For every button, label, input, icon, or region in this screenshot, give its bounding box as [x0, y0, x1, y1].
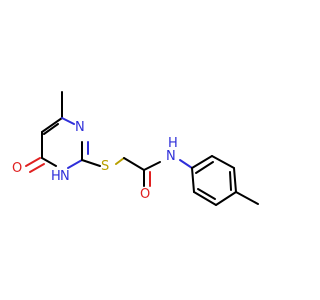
bond-c-n-amide: [143, 161, 161, 171]
bond-s-ch2: [115, 157, 125, 165]
bond-n1-c2: [67, 159, 83, 169]
bond-ar4: [215, 191, 237, 206]
bond-n-ring: [179, 159, 193, 169]
bond-ar2: [211, 155, 235, 169]
atom-s-linker: S: [101, 159, 109, 174]
bond-c2-s: [81, 159, 101, 167]
bond-ar3-double: [229, 171, 232, 191]
bond-ar5-double: [197, 188, 216, 200]
atom-h-ring-bottom: H: [51, 169, 61, 184]
atom-n-ring-top: N: [75, 120, 85, 135]
bond-ar3: [233, 167, 237, 193]
atom-o-ring: O: [12, 161, 22, 176]
atom-n-ring-bottom: N: [60, 169, 70, 184]
bond-n3-c4: [61, 117, 75, 125]
bond-c6-o: [25, 157, 41, 167]
atom-o-amide: O: [140, 187, 150, 202]
bond-c6-o-double: [29, 163, 45, 173]
bond-ar6: [191, 167, 195, 193]
molecule-diagram: N H N O S H N O: [12, 91, 259, 206]
bond-c4-c5: [41, 117, 63, 133]
bond-ch2-c-amide: [123, 157, 145, 171]
atom-n-amide: N: [166, 149, 176, 164]
bond-c4-c5-double: [43, 123, 59, 135]
atom-h-amide: H: [168, 136, 178, 151]
bond-ar1-double: [195, 161, 214, 174]
bond-ar5: [193, 191, 217, 206]
bond-c6-n1: [41, 157, 57, 167]
bond-ar1: [191, 155, 213, 169]
bond-ar-me: [235, 191, 259, 205]
